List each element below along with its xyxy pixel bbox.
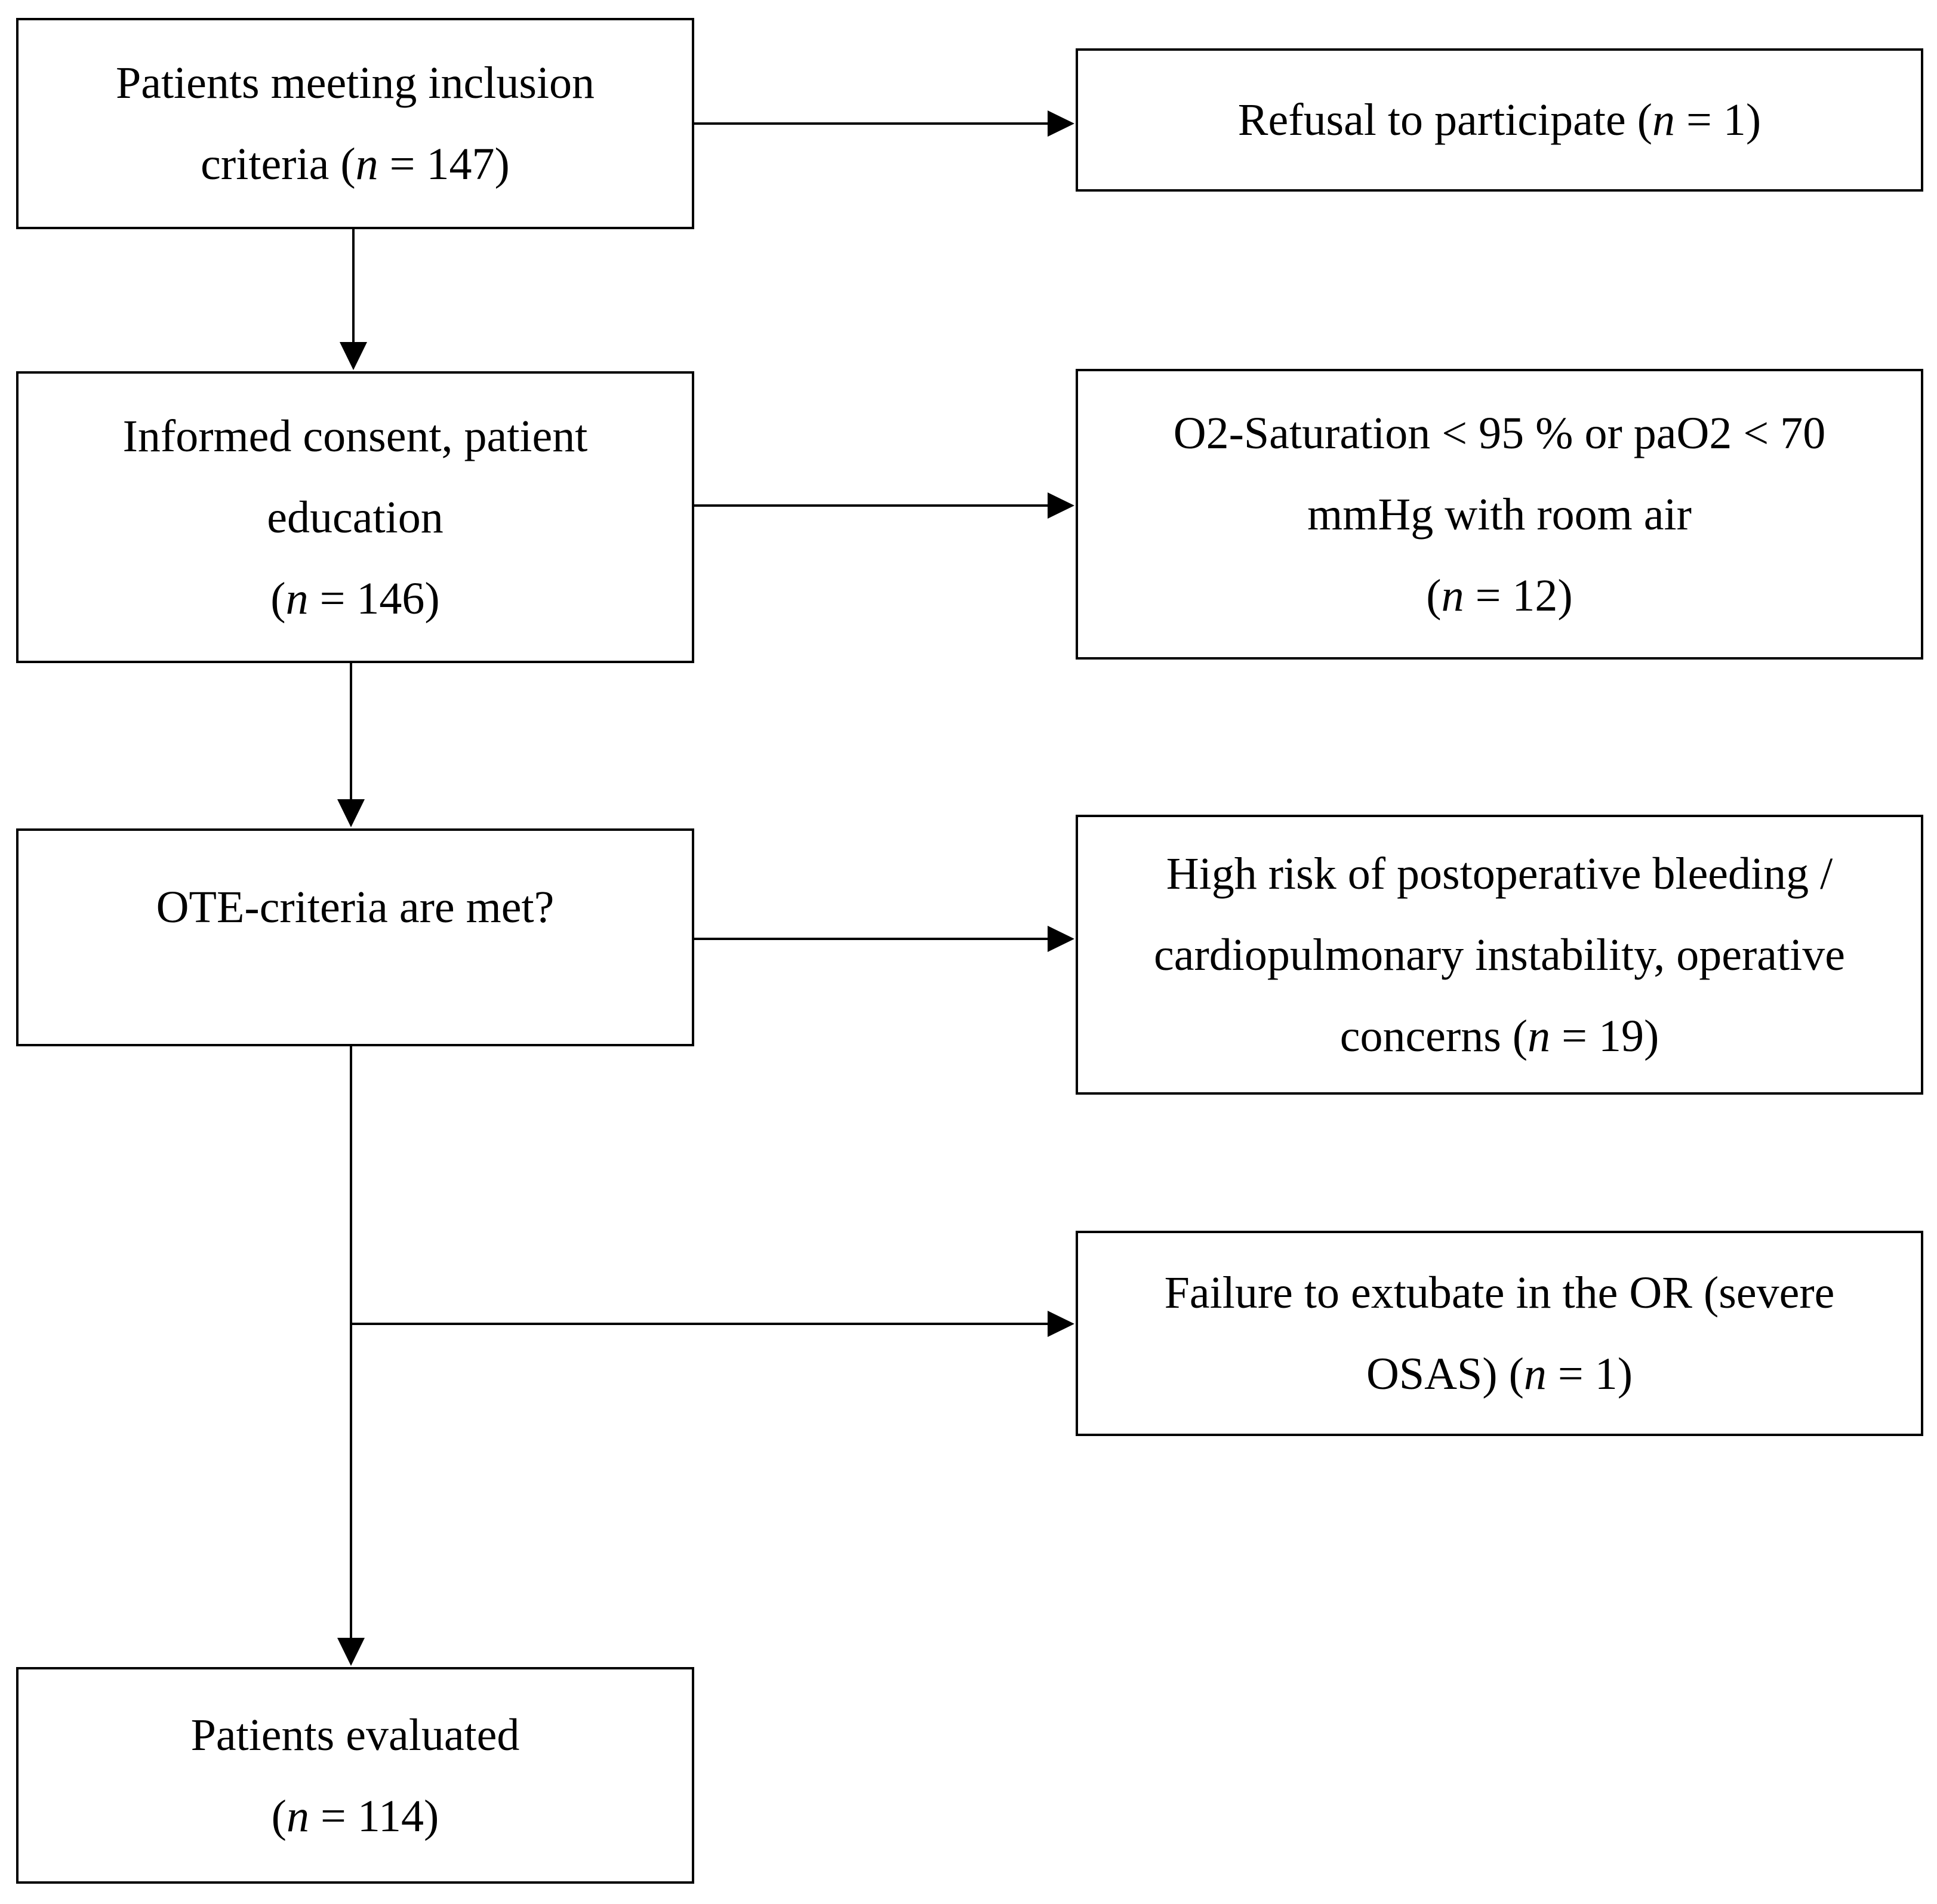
saturation-box: O2-Saturation < 95 % or paO2 < 70 mmHg w… [1076,369,1923,660]
ote-criteria-question: OTE-criteria are met? [156,882,555,932]
extubation-line-1: Failure to extubate in the OR (severe [1164,1268,1835,1318]
consent-line-2: education [267,492,444,543]
bleeding-box: High risk of postoperative bleeding / ca… [1076,815,1923,1095]
n-symbol: n [355,139,378,189]
extubation-box: Failure to extubate in the OR (severe OS… [1076,1231,1923,1436]
bleeding-count-prefix: concerns ( [1339,1010,1528,1061]
consent-line-1: Informed consent, patient [122,411,588,461]
refusal-line-1: Refusal to participate (n = 1) [1238,79,1761,161]
inclusion-count-prefix: criteria ( [201,139,356,189]
bleeding-line-2: cardiopulmonary instability, operative [1154,929,1845,980]
refusal-text: Refusal to participate ( [1237,95,1653,145]
inclusion-line-1: Patients meeting inclusion [115,58,595,108]
bleeding-count: = 19) [1550,1010,1659,1061]
refusal-box: Refusal to participate (n = 1) [1076,48,1923,192]
bleeding-line-1: High risk of postoperative bleeding / [1166,848,1833,899]
extubation-count-prefix: OSAS) ( [1366,1349,1524,1399]
extubation-count: = 1) [1546,1349,1633,1399]
evaluated-count-prefix: ( [271,1791,287,1841]
saturation-count-prefix: ( [1426,570,1442,621]
evaluated-box: Patients evaluated (n = 114) [16,1667,694,1884]
inclusion-count: = 147) [378,139,510,189]
arrowhead-saturation [1048,492,1074,519]
n-symbol: n [1523,1349,1547,1399]
evaluated-count: = 114) [309,1791,439,1841]
n-symbol: n [1441,570,1464,621]
arrowhead-evaluated [337,1638,365,1666]
extubation-line-2: OSAS) (n = 1) [1366,1333,1633,1415]
evaluated-line-2: (n = 114) [272,1776,439,1857]
arrowhead-bleeding [1048,926,1074,952]
n-symbol: n [1528,1010,1551,1061]
arrowhead-ote [337,799,365,827]
n-symbol: n [1652,95,1676,145]
arrowhead-consent [340,342,367,370]
arrowhead-extubation [1048,1311,1074,1337]
evaluated-line-1: Patients evaluated [190,1709,520,1760]
inclusion-box: Patients meeting inclusion criteria (n =… [16,18,694,229]
inclusion-line-2: criteria (n = 147) [201,124,510,205]
arrowhead-refusal [1048,110,1074,137]
consent-box: Informed consent, patient education (n =… [16,371,694,663]
saturation-line-2: mmHg with room air [1307,489,1692,540]
bleeding-line-3: concerns (n = 19) [1340,996,1659,1077]
n-symbol: n [285,573,309,624]
refusal-count: = 1) [1675,95,1762,145]
saturation-line-1: O2-Saturation < 95 % or paO2 < 70 [1173,408,1826,458]
consent-count-prefix: ( [270,573,286,624]
consent-line-3: (n = 146) [270,558,439,639]
saturation-line-3: (n = 12) [1426,555,1572,636]
n-symbol: n [286,1791,309,1841]
saturation-count: = 12) [1464,570,1573,621]
ote-criteria-box: OTE-criteria are met? [16,828,694,1046]
consent-count: = 146) [308,573,440,624]
